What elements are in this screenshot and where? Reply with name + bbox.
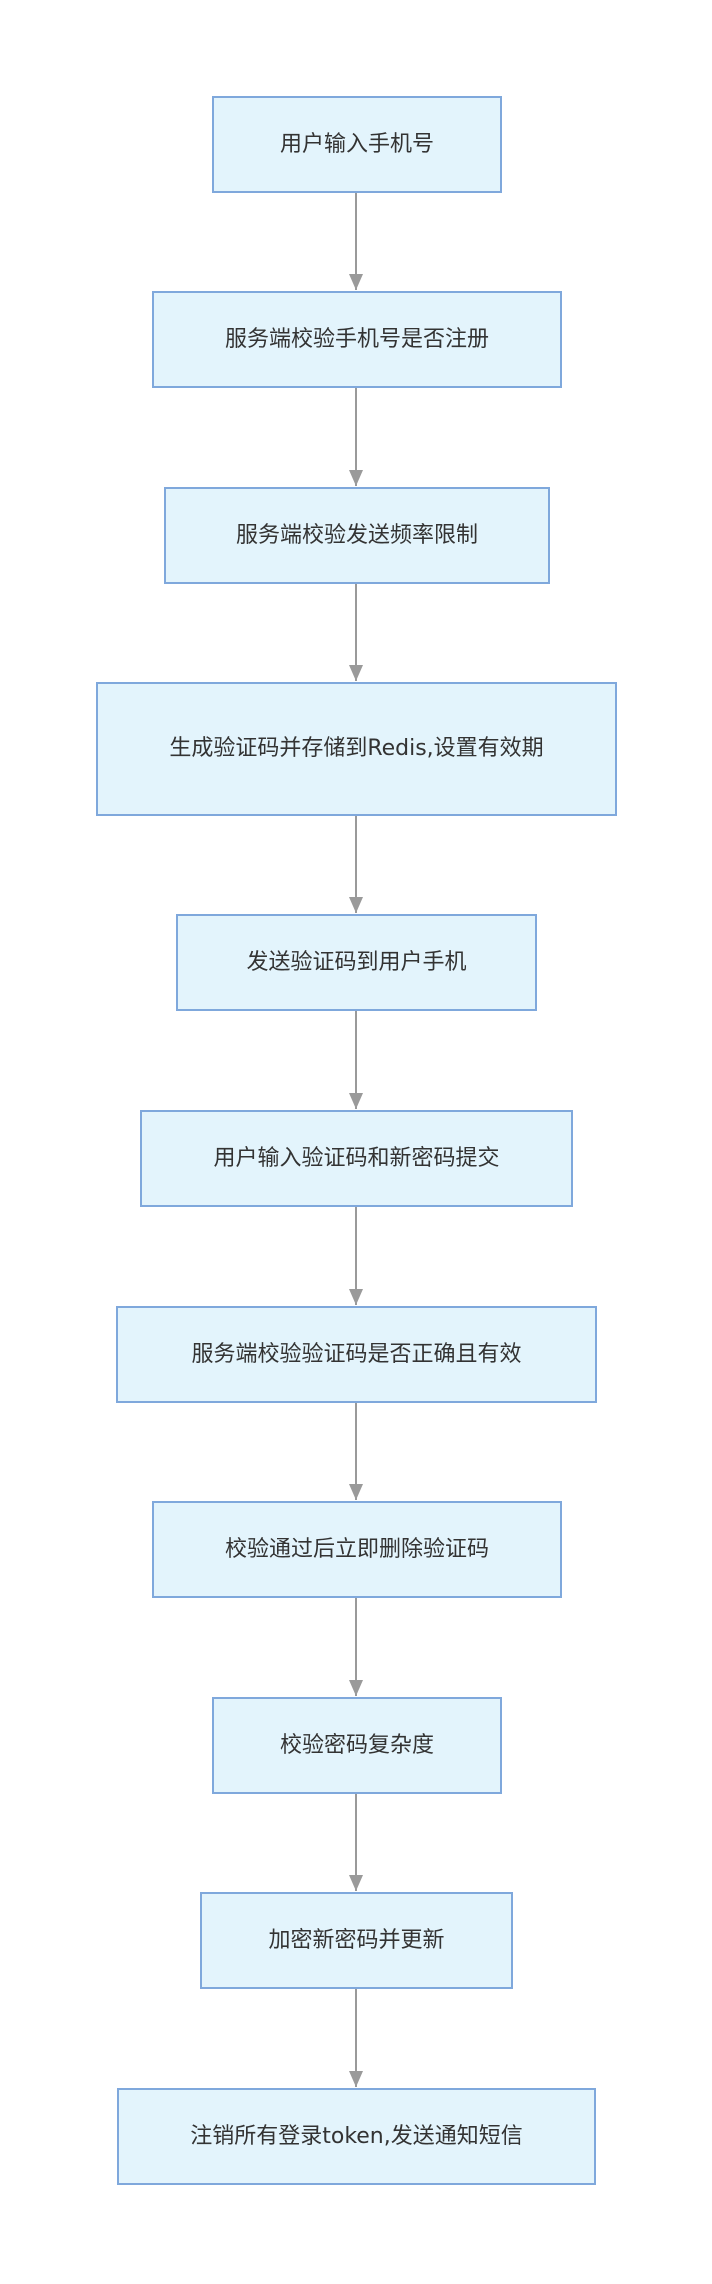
step-delete-code: 校验通过后立即删除验证码 [152, 1501, 562, 1598]
step-check-password-complexity: 校验密码复杂度 [212, 1697, 502, 1794]
step-validate-code: 服务端校验验证码是否正确且有效 [116, 1306, 597, 1403]
step-send-code: 发送验证码到用户手机 [176, 914, 537, 1011]
step-enter-phone: 用户输入手机号 [212, 96, 502, 193]
step-check-rate-limit: 服务端校验发送频率限制 [164, 487, 550, 584]
step-encrypt-update-password: 加密新密码并更新 [200, 1892, 513, 1989]
step-check-phone-registered: 服务端校验手机号是否注册 [152, 291, 562, 388]
step-generate-store-code: 生成验证码并存储到Redis,设置有效期 [96, 682, 617, 816]
step-revoke-tokens-notify: 注销所有登录token,发送通知短信 [117, 2088, 596, 2185]
step-submit-code-password: 用户输入验证码和新密码提交 [140, 1110, 573, 1207]
